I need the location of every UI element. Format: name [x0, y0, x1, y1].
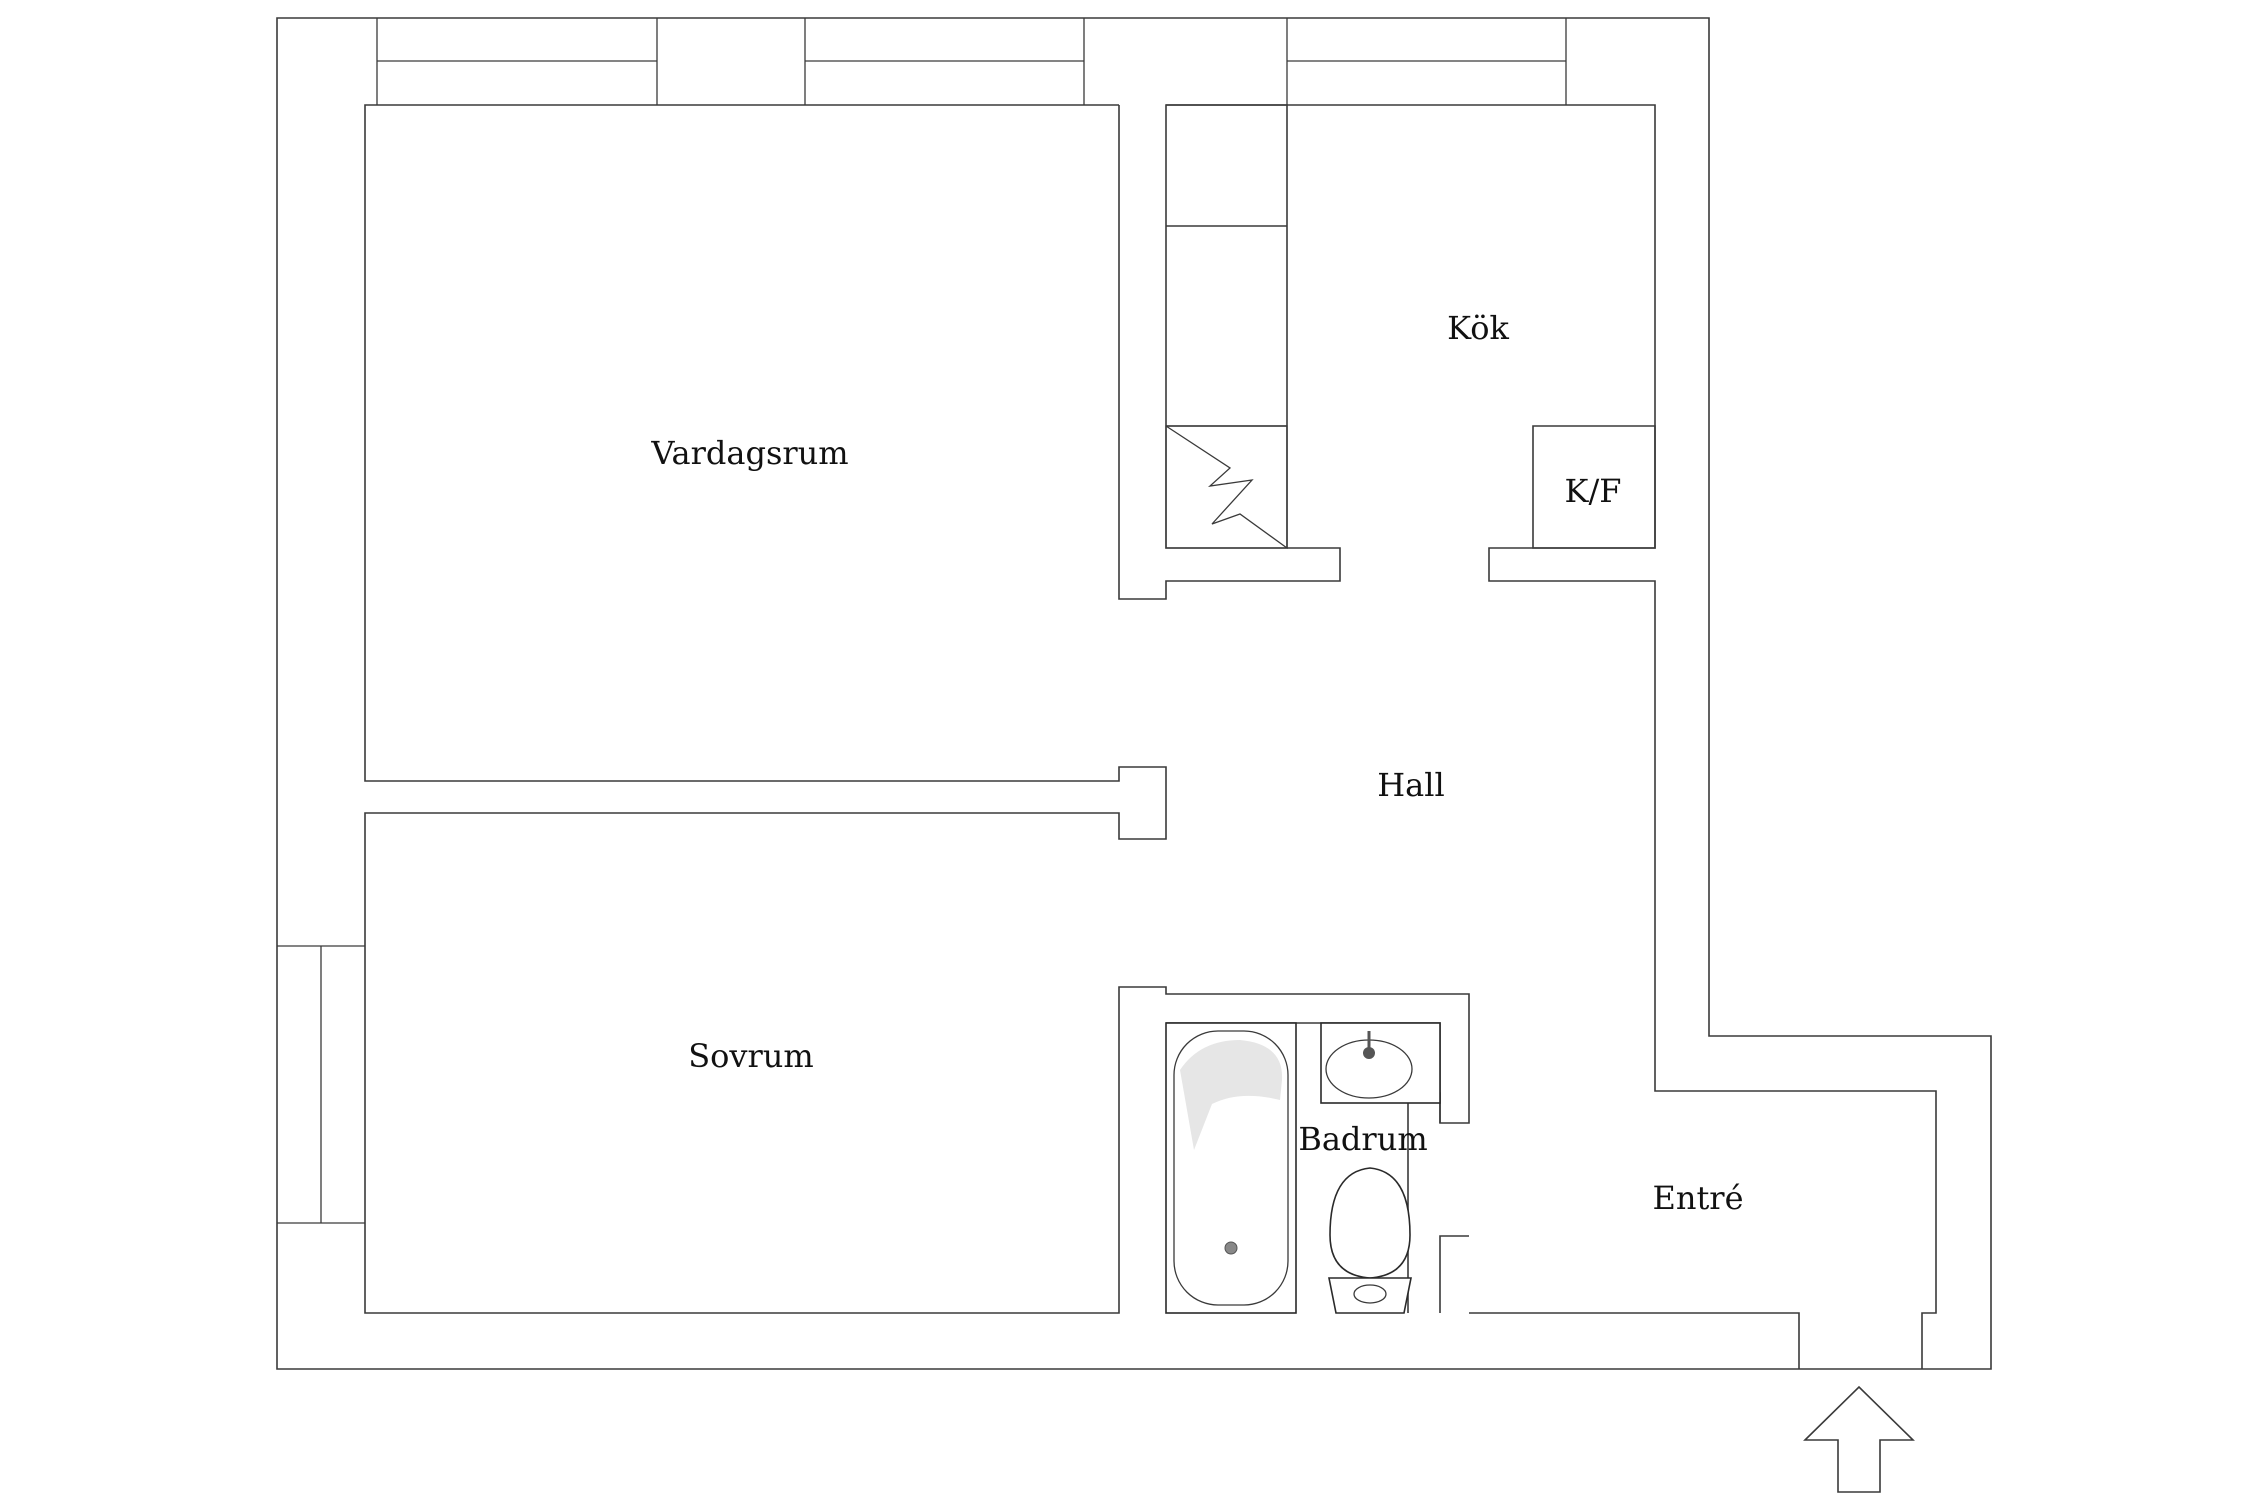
kitchen-label: Kök — [1447, 309, 1509, 347]
entrance-wall — [1439, 1235, 1800, 1369]
living-room-label: Vardagsrum — [650, 434, 848, 472]
bathtub-icon — [1165, 1022, 1297, 1314]
window-left — [277, 945, 365, 1224]
window-top-middle — [804, 18, 1085, 105]
stove-icon — [1165, 425, 1288, 549]
bedroom-label: Sovrum — [688, 1037, 814, 1075]
outer-wall — [276, 17, 1992, 1370]
kitchen-cabinets — [1165, 104, 1288, 549]
sink-icon — [1320, 1022, 1441, 1104]
fridge-label: K/F — [1565, 472, 1622, 510]
hall-label: Hall — [1377, 766, 1444, 804]
kitchen-west-wall — [1118, 105, 1341, 600]
entrance-arrow-icon — [1803, 1385, 1915, 1493]
toilet-icon — [1328, 1167, 1412, 1314]
kitchen-wall — [1166, 104, 1937, 1369]
fridge-box — [1532, 425, 1656, 549]
window-top-left — [376, 18, 658, 105]
living-room-wall — [364, 104, 1470, 1314]
entrance-label: Entré — [1652, 1179, 1743, 1217]
window-top-right — [1286, 18, 1567, 105]
bathroom-label: Badrum — [1298, 1120, 1427, 1158]
